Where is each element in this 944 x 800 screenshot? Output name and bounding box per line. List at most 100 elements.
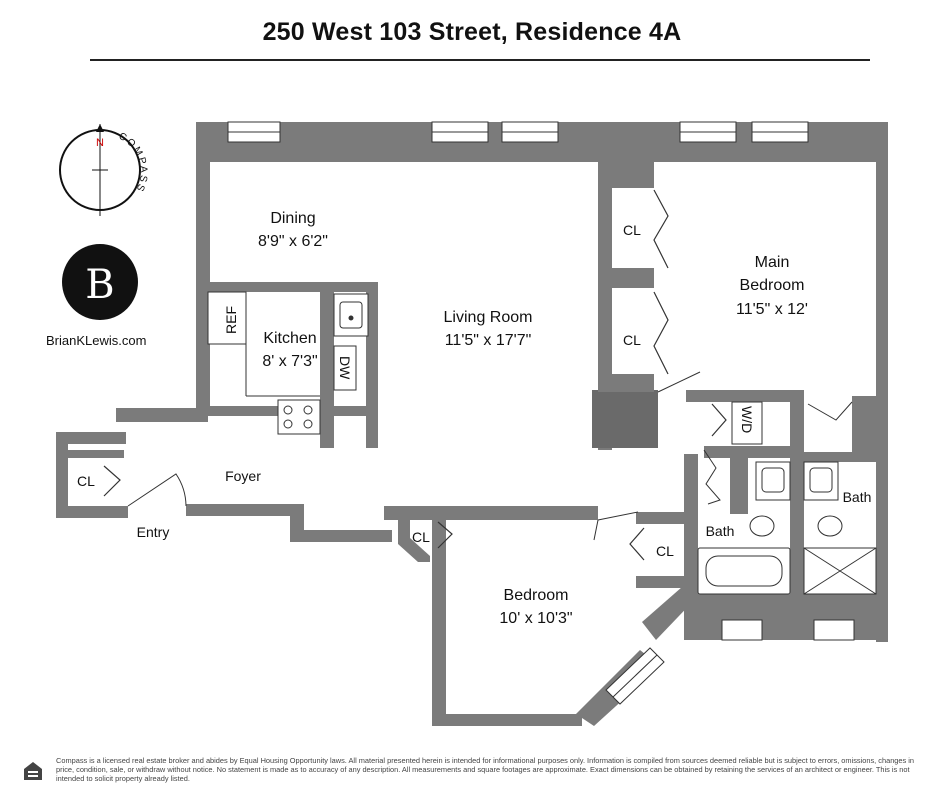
bathtub-basin (705, 555, 783, 587)
closet-label: CL (656, 543, 674, 559)
main-bedroom-door (657, 371, 701, 393)
entry-closet-door (103, 465, 121, 497)
title-divider (90, 59, 870, 61)
closet-bottom-wall (636, 576, 688, 588)
refrigerator (207, 291, 247, 345)
closet-label: CL (77, 473, 95, 489)
page-title: 250 West 103 Street, Residence 4A (262, 18, 682, 46)
foyer-bottom-wall (186, 504, 296, 516)
bath1-vanity-wall (730, 454, 748, 514)
right-wall (876, 122, 888, 642)
bath2-pier (852, 396, 880, 454)
equal-housing-icon (24, 762, 42, 780)
closet-label: CL (623, 332, 641, 348)
kitchen-size: 8' x 7'3" (262, 353, 317, 370)
window-bedroom-angled-sill (612, 654, 658, 698)
stove (277, 399, 321, 435)
room-labels: Dining 8'9" x 6'2" Living Room 11'5" x 1… (137, 210, 872, 627)
structural-column (592, 390, 658, 448)
dining-size: 8'9" x 6'2" (258, 233, 328, 250)
ref-label: REF (223, 306, 239, 334)
bath2-door (807, 401, 853, 421)
burner-icon (283, 419, 293, 429)
bath1-sink-basin (761, 467, 785, 493)
logo-circle (62, 244, 138, 320)
entry-door (127, 473, 187, 507)
kitchen-label: Kitchen (263, 330, 316, 347)
logo-glyph: B (85, 262, 114, 308)
bath1-toilet (749, 515, 775, 537)
kitchen-fixtures (207, 291, 369, 435)
bedroom-door (593, 511, 639, 541)
bedroom-size: 10' x 10'3" (499, 610, 572, 627)
bath1-label: Bath (706, 523, 735, 539)
foyer-left-wall (56, 432, 68, 518)
bedroom-closet-wall (398, 518, 430, 562)
burner-icon (303, 405, 313, 415)
main-bedroom-size: 11'5" x 12' (736, 301, 808, 318)
bedroom-bottom-wall (432, 714, 582, 726)
dw-label: DW (337, 356, 353, 380)
compass-rose: N COMPASS (59, 124, 147, 216)
foyer-top-wall (56, 432, 126, 444)
burner-icon (303, 419, 313, 429)
fixture-labels: REF DW W/D (223, 306, 755, 433)
window-bath-2 (813, 619, 855, 641)
foyer-bottom-left-wall (56, 506, 128, 518)
bath2-top-wall (796, 452, 880, 462)
dishwasher (333, 345, 357, 391)
kitchen-counter-wall (320, 282, 334, 448)
bath-divider-wall (790, 390, 804, 600)
closet-divider-lower (598, 374, 654, 392)
windows (227, 121, 855, 705)
bath-left-wall (684, 454, 698, 604)
foyer-label: Foyer (225, 468, 261, 484)
laundry-door (711, 403, 727, 437)
bath-fixtures (697, 401, 877, 595)
foyer-upper-wall (116, 408, 208, 422)
washer-dryer (731, 401, 763, 445)
bath1-door (703, 449, 721, 505)
closet-divider (598, 268, 654, 288)
bath2-sink-basin (809, 467, 833, 493)
closet-door-lower (653, 291, 669, 375)
bedroom-closet-door (437, 521, 453, 549)
kitchen-top-wall (196, 282, 376, 292)
entry-closet-wall (68, 450, 124, 458)
closet-label: CL (623, 222, 641, 238)
bedroom-top-wall (384, 506, 598, 520)
bath2-label: Bath (843, 489, 872, 505)
living-size: 11'5" x 17'7" (445, 332, 532, 349)
swing-doors (127, 371, 853, 541)
bath2-toilet (817, 515, 843, 537)
bath-bottom-wall (684, 594, 888, 640)
main-bedroom-label-1: Main (755, 254, 790, 271)
entry-label: Entry (137, 524, 170, 540)
logo: B (62, 244, 138, 320)
north-arrow-icon (96, 124, 104, 132)
legal-disclaimer: Compass is a licensed real estate broker… (56, 756, 915, 783)
bedroom-closet2-door (629, 527, 645, 561)
compass-north: N (96, 137, 104, 149)
wd-label: W/D (739, 406, 755, 433)
left-wall-upper (196, 122, 210, 412)
logo-website: BrianKLewis.com (46, 333, 147, 348)
kitchen-sink-basin (339, 301, 363, 329)
main-bedroom-label-2: Bedroom (740, 277, 805, 294)
walls (56, 122, 888, 726)
dining-label: Dining (270, 210, 315, 227)
bath-top-wall (704, 446, 794, 458)
bedroom-label: Bedroom (504, 587, 569, 604)
burner-icon (283, 405, 293, 415)
closet-doors (103, 189, 727, 561)
laundry-top-wall (686, 390, 796, 402)
window-bath-1 (721, 619, 763, 641)
closet-top-wall (636, 512, 688, 524)
closet-labels: CL CL CL CL CL (77, 222, 674, 559)
bedroom-left-wall (432, 520, 446, 726)
closet-door-upper (653, 189, 669, 269)
living-label: Living Room (444, 309, 533, 326)
closet-label: CL (412, 529, 430, 545)
sink-drain-icon (348, 315, 354, 321)
